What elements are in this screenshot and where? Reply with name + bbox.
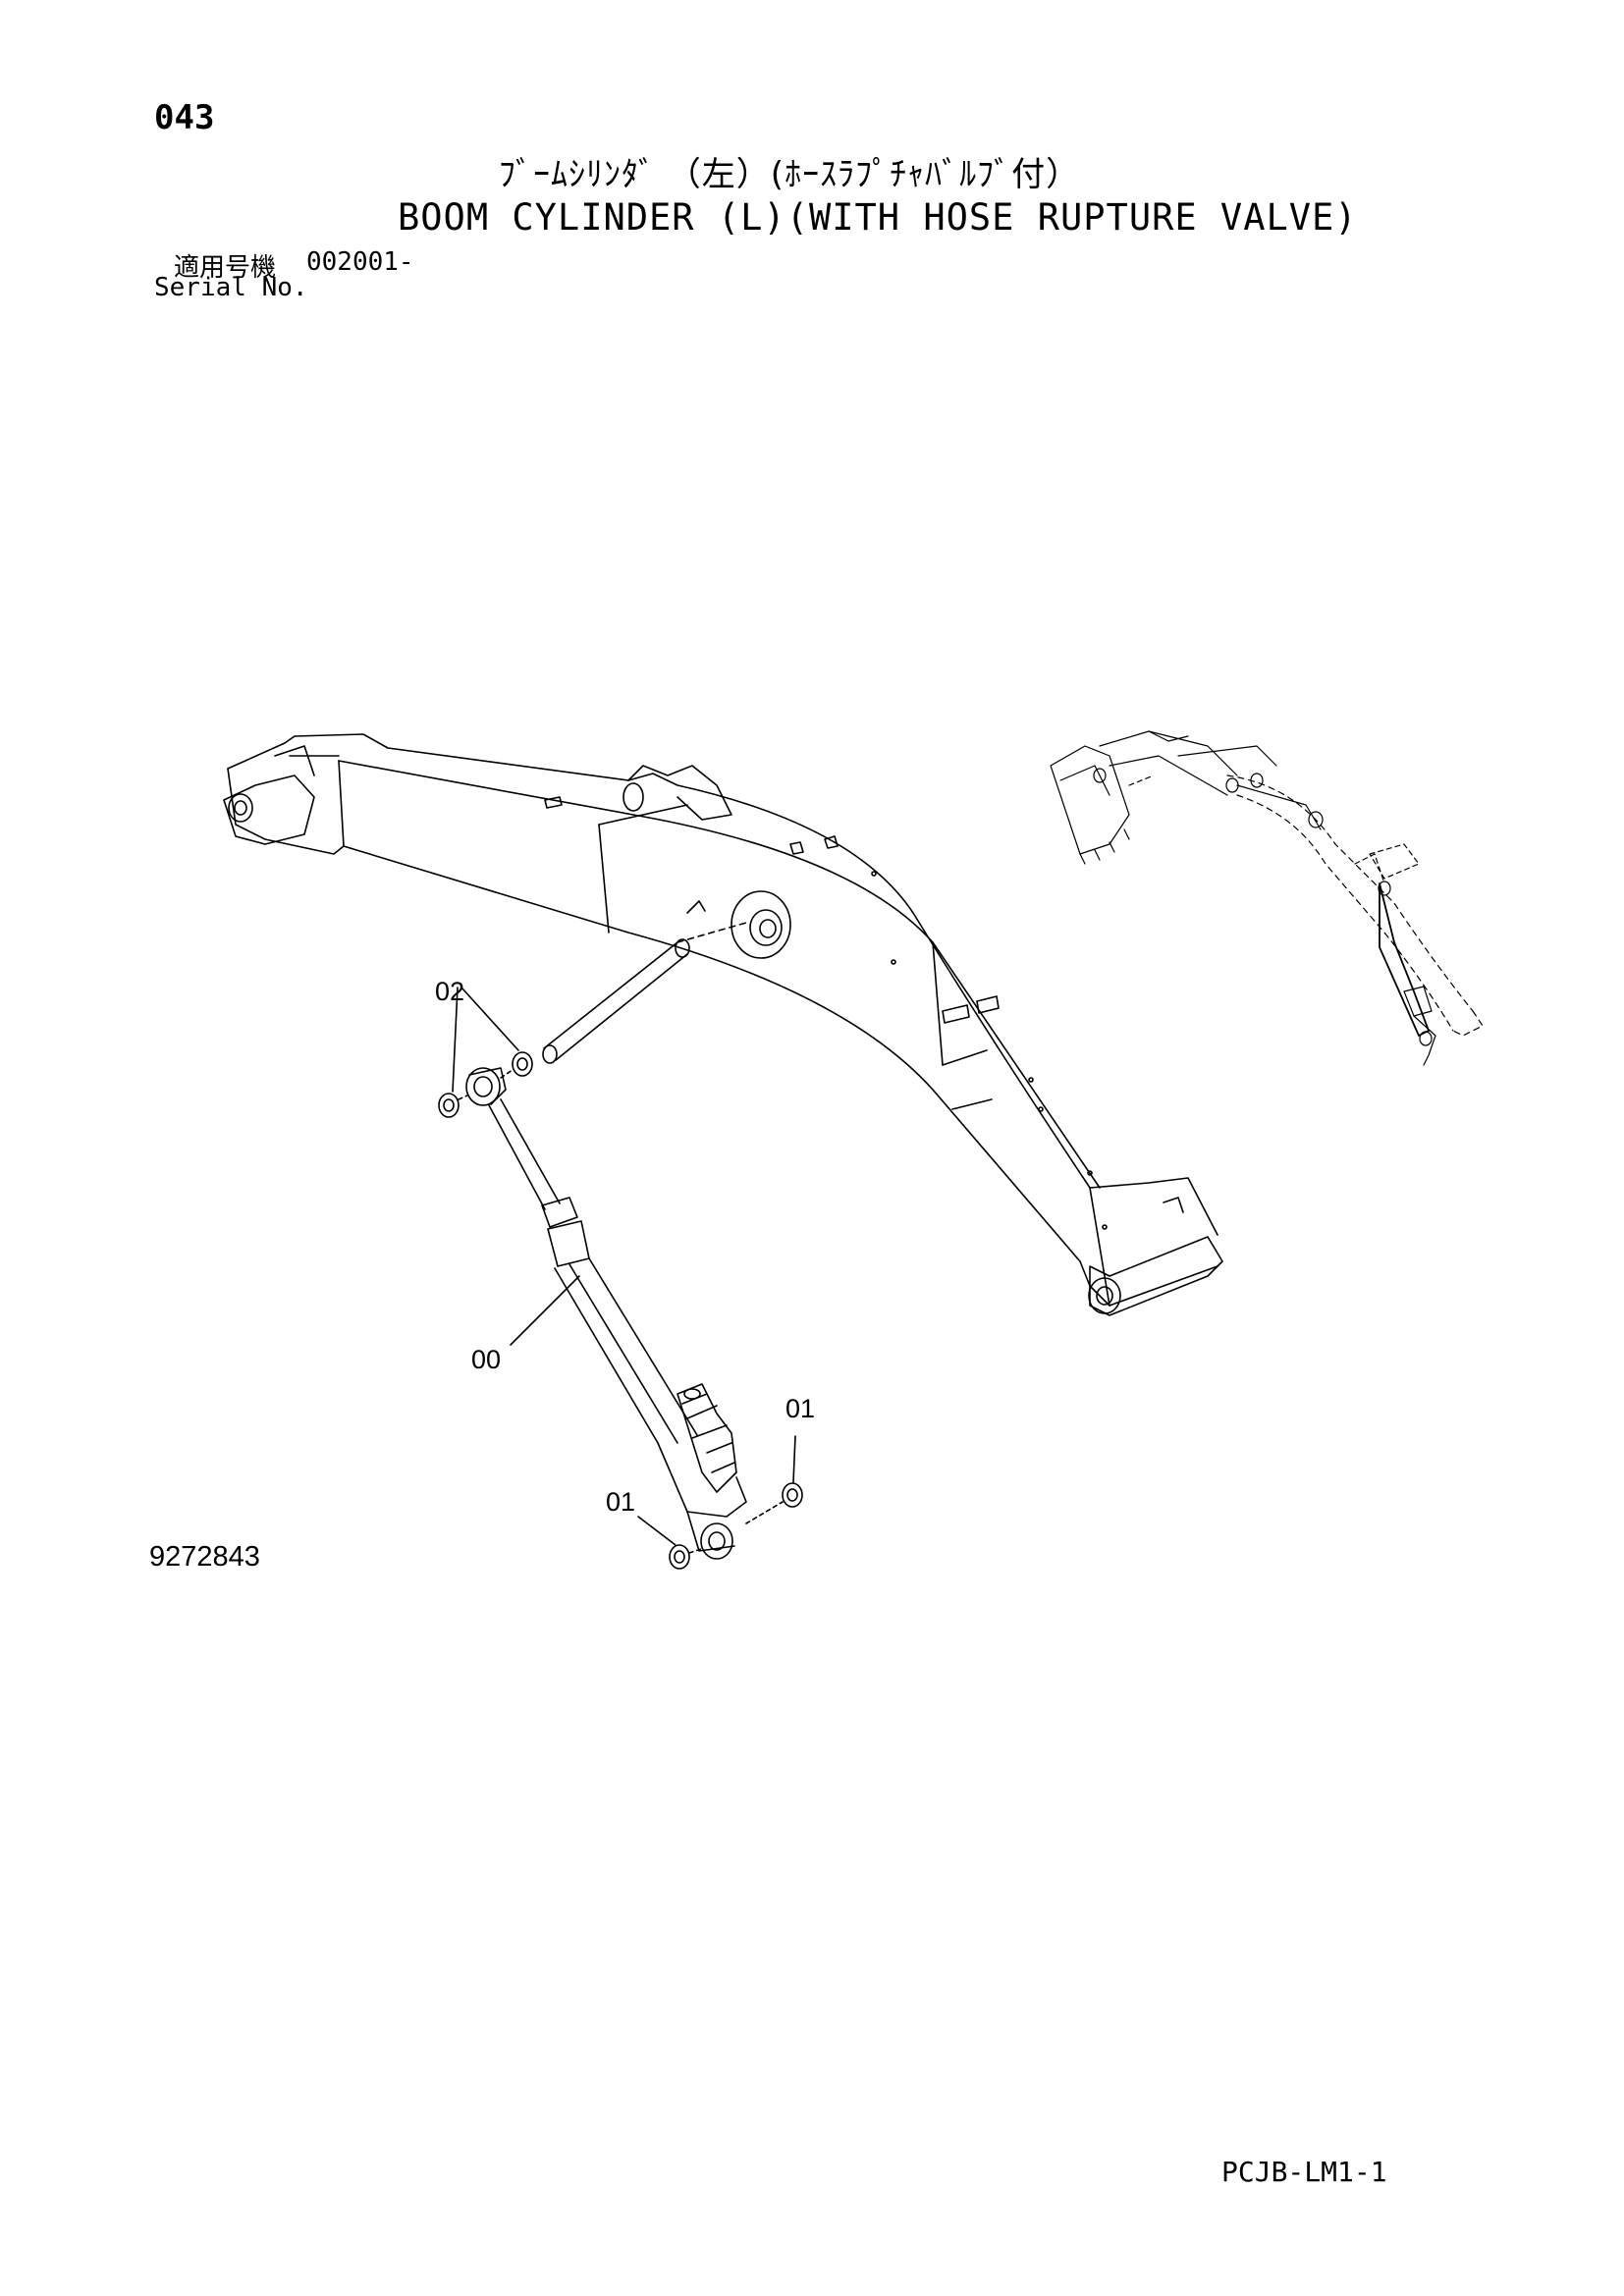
boom-arm [224, 734, 1222, 1315]
bushings-02 [439, 988, 532, 1117]
title-japanese: ﾌﾞｰﾑｼﾘﾝﾀﾞ （左）(ﾎｰｽﾗﾌﾟﾁｬﾊﾞﾙﾌﾞ付） [499, 155, 1081, 194]
boom-cylinder-00 [466, 1068, 746, 1559]
serial-label-japanese: 適用号機 [174, 253, 277, 283]
serial-label-english: Serial No. [154, 273, 308, 302]
callout-item-01-right: 01 [785, 1394, 816, 1423]
drawing-number: 9272843 [149, 1541, 260, 1573]
serial-value: 002001- [306, 247, 414, 277]
page-number: 043 [154, 98, 215, 137]
title-english: BOOM CYLINDER (L)(WITH HOSE RUPTURE VALV… [398, 196, 1358, 239]
callout-item-00: 00 [471, 1345, 502, 1374]
callout-item-02: 02 [435, 977, 465, 1006]
callout-item-01-left: 01 [606, 1487, 636, 1517]
document-code: PCJB-LM1-1 [1221, 2156, 1387, 2188]
key-map-excavator [1051, 731, 1483, 1065]
boom-pin [543, 923, 746, 1063]
bushings-01 [638, 1436, 802, 1569]
leader-line-00 [511, 1276, 579, 1345]
